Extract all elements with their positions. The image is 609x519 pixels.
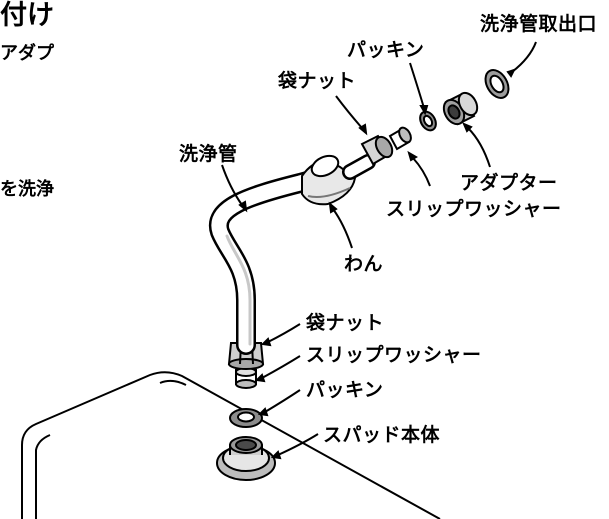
label-slip-washer-bottom: スリップワッシャー [306, 344, 482, 366]
pipe-icon [209, 168, 328, 355]
slip-washer-icon [235, 367, 257, 389]
label-pipe: 洗浄管 [179, 143, 238, 165]
page-heading-fragment: 付け [0, 0, 54, 31]
side-text-adapter-fragment: アダプ [0, 43, 54, 64]
bowl-icon [301, 154, 357, 206]
slip-washer-icon [388, 126, 412, 151]
label-adapter: アダプター [460, 172, 558, 194]
nut-icon [360, 134, 394, 166]
label-packing-top: パッキン [347, 39, 425, 61]
label-packing-bottom: パッキン [306, 379, 384, 401]
packing-ring-icon [229, 408, 263, 428]
label-nut-bottom: 袋ナット [306, 312, 385, 334]
outlet-ring-icon [484, 69, 510, 99]
label-nut-top: 袋ナット [278, 70, 357, 92]
packing-ring-icon [419, 110, 437, 132]
label-spud: スパッド本体 [323, 424, 441, 446]
label-slip-washer-top: スリップワッシャー [386, 198, 562, 220]
leader-lines [221, 41, 537, 460]
side-text-wash-fragment: を洗浄 [0, 179, 54, 200]
adapter-fitting-icon [442, 91, 479, 126]
label-bowl: わん [344, 253, 384, 275]
spud-icon [216, 436, 276, 481]
label-outlet: 洗浄管取出口 [480, 13, 598, 35]
tank-icon [21, 371, 441, 519]
